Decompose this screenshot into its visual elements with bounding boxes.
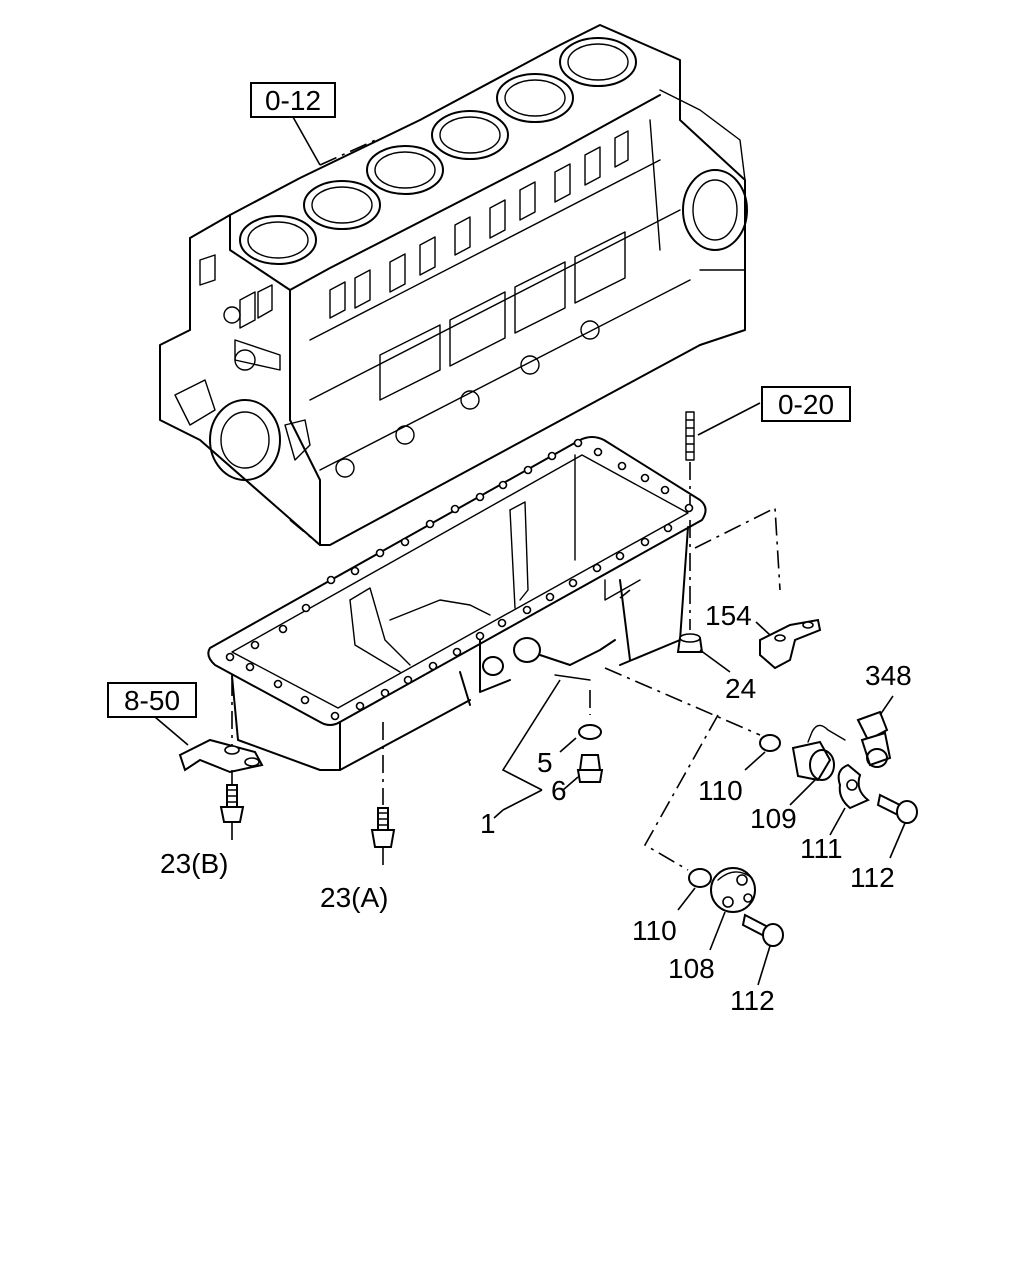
stud-0-20 <box>685 402 761 505</box>
ref-label-8-50: 8-50 <box>124 685 180 716</box>
ref-label-0-20: 0-20 <box>778 389 834 420</box>
part-label-108: 108 <box>668 953 715 984</box>
part-label-23b: 23(B) <box>160 848 228 879</box>
oil-pan <box>207 436 781 771</box>
part-label-5: 5 <box>537 747 553 778</box>
clamp-111 <box>829 763 870 836</box>
part-label-111: 111 <box>800 833 843 864</box>
part-label-110-lower: 110 <box>632 915 677 946</box>
part-label-6: 6 <box>551 775 567 806</box>
nut-24 <box>676 520 731 673</box>
part-label-112-lower: 112 <box>730 985 775 1016</box>
drain-plug-group <box>493 679 604 819</box>
part-label-23a: 23(A) <box>320 882 388 913</box>
sensor-109 <box>789 724 846 806</box>
part-label-154: 154 <box>705 600 752 631</box>
bolt-23a <box>370 722 396 865</box>
ref-callout-0-20[interactable]: 0-20 <box>761 386 851 422</box>
bolt-23b <box>219 784 245 840</box>
oring-110-lower <box>643 714 719 911</box>
part-label-112-upper: 112 <box>850 862 895 893</box>
cylinder-bores <box>239 37 637 265</box>
ref-callout-8-50[interactable]: 8-50 <box>107 682 197 718</box>
bracket-8-50 <box>154 678 264 800</box>
filter-head-108 <box>709 867 756 951</box>
part-label-24: 24 <box>725 673 756 704</box>
bolt-112-upper <box>876 793 918 859</box>
part-label-110-upper: 110 <box>698 775 743 806</box>
connector-348 <box>856 695 894 768</box>
ref-label-0-12: 0-12 <box>265 85 321 116</box>
part-label-1: 1 <box>480 808 496 839</box>
part-labels: 154 24 348 5 6 1 110 109 111 112 23(B) 2… <box>160 600 912 1016</box>
oring-110-upper <box>604 667 781 771</box>
bolt-112-lower <box>741 913 784 986</box>
part-label-109: 109 <box>750 803 797 834</box>
part-label-348: 348 <box>865 660 912 691</box>
bracket-154 <box>755 618 822 670</box>
ref-callout-0-12[interactable]: 0-12 <box>250 82 336 118</box>
flange-bolt-holes <box>225 438 694 721</box>
engine-block <box>159 24 748 546</box>
